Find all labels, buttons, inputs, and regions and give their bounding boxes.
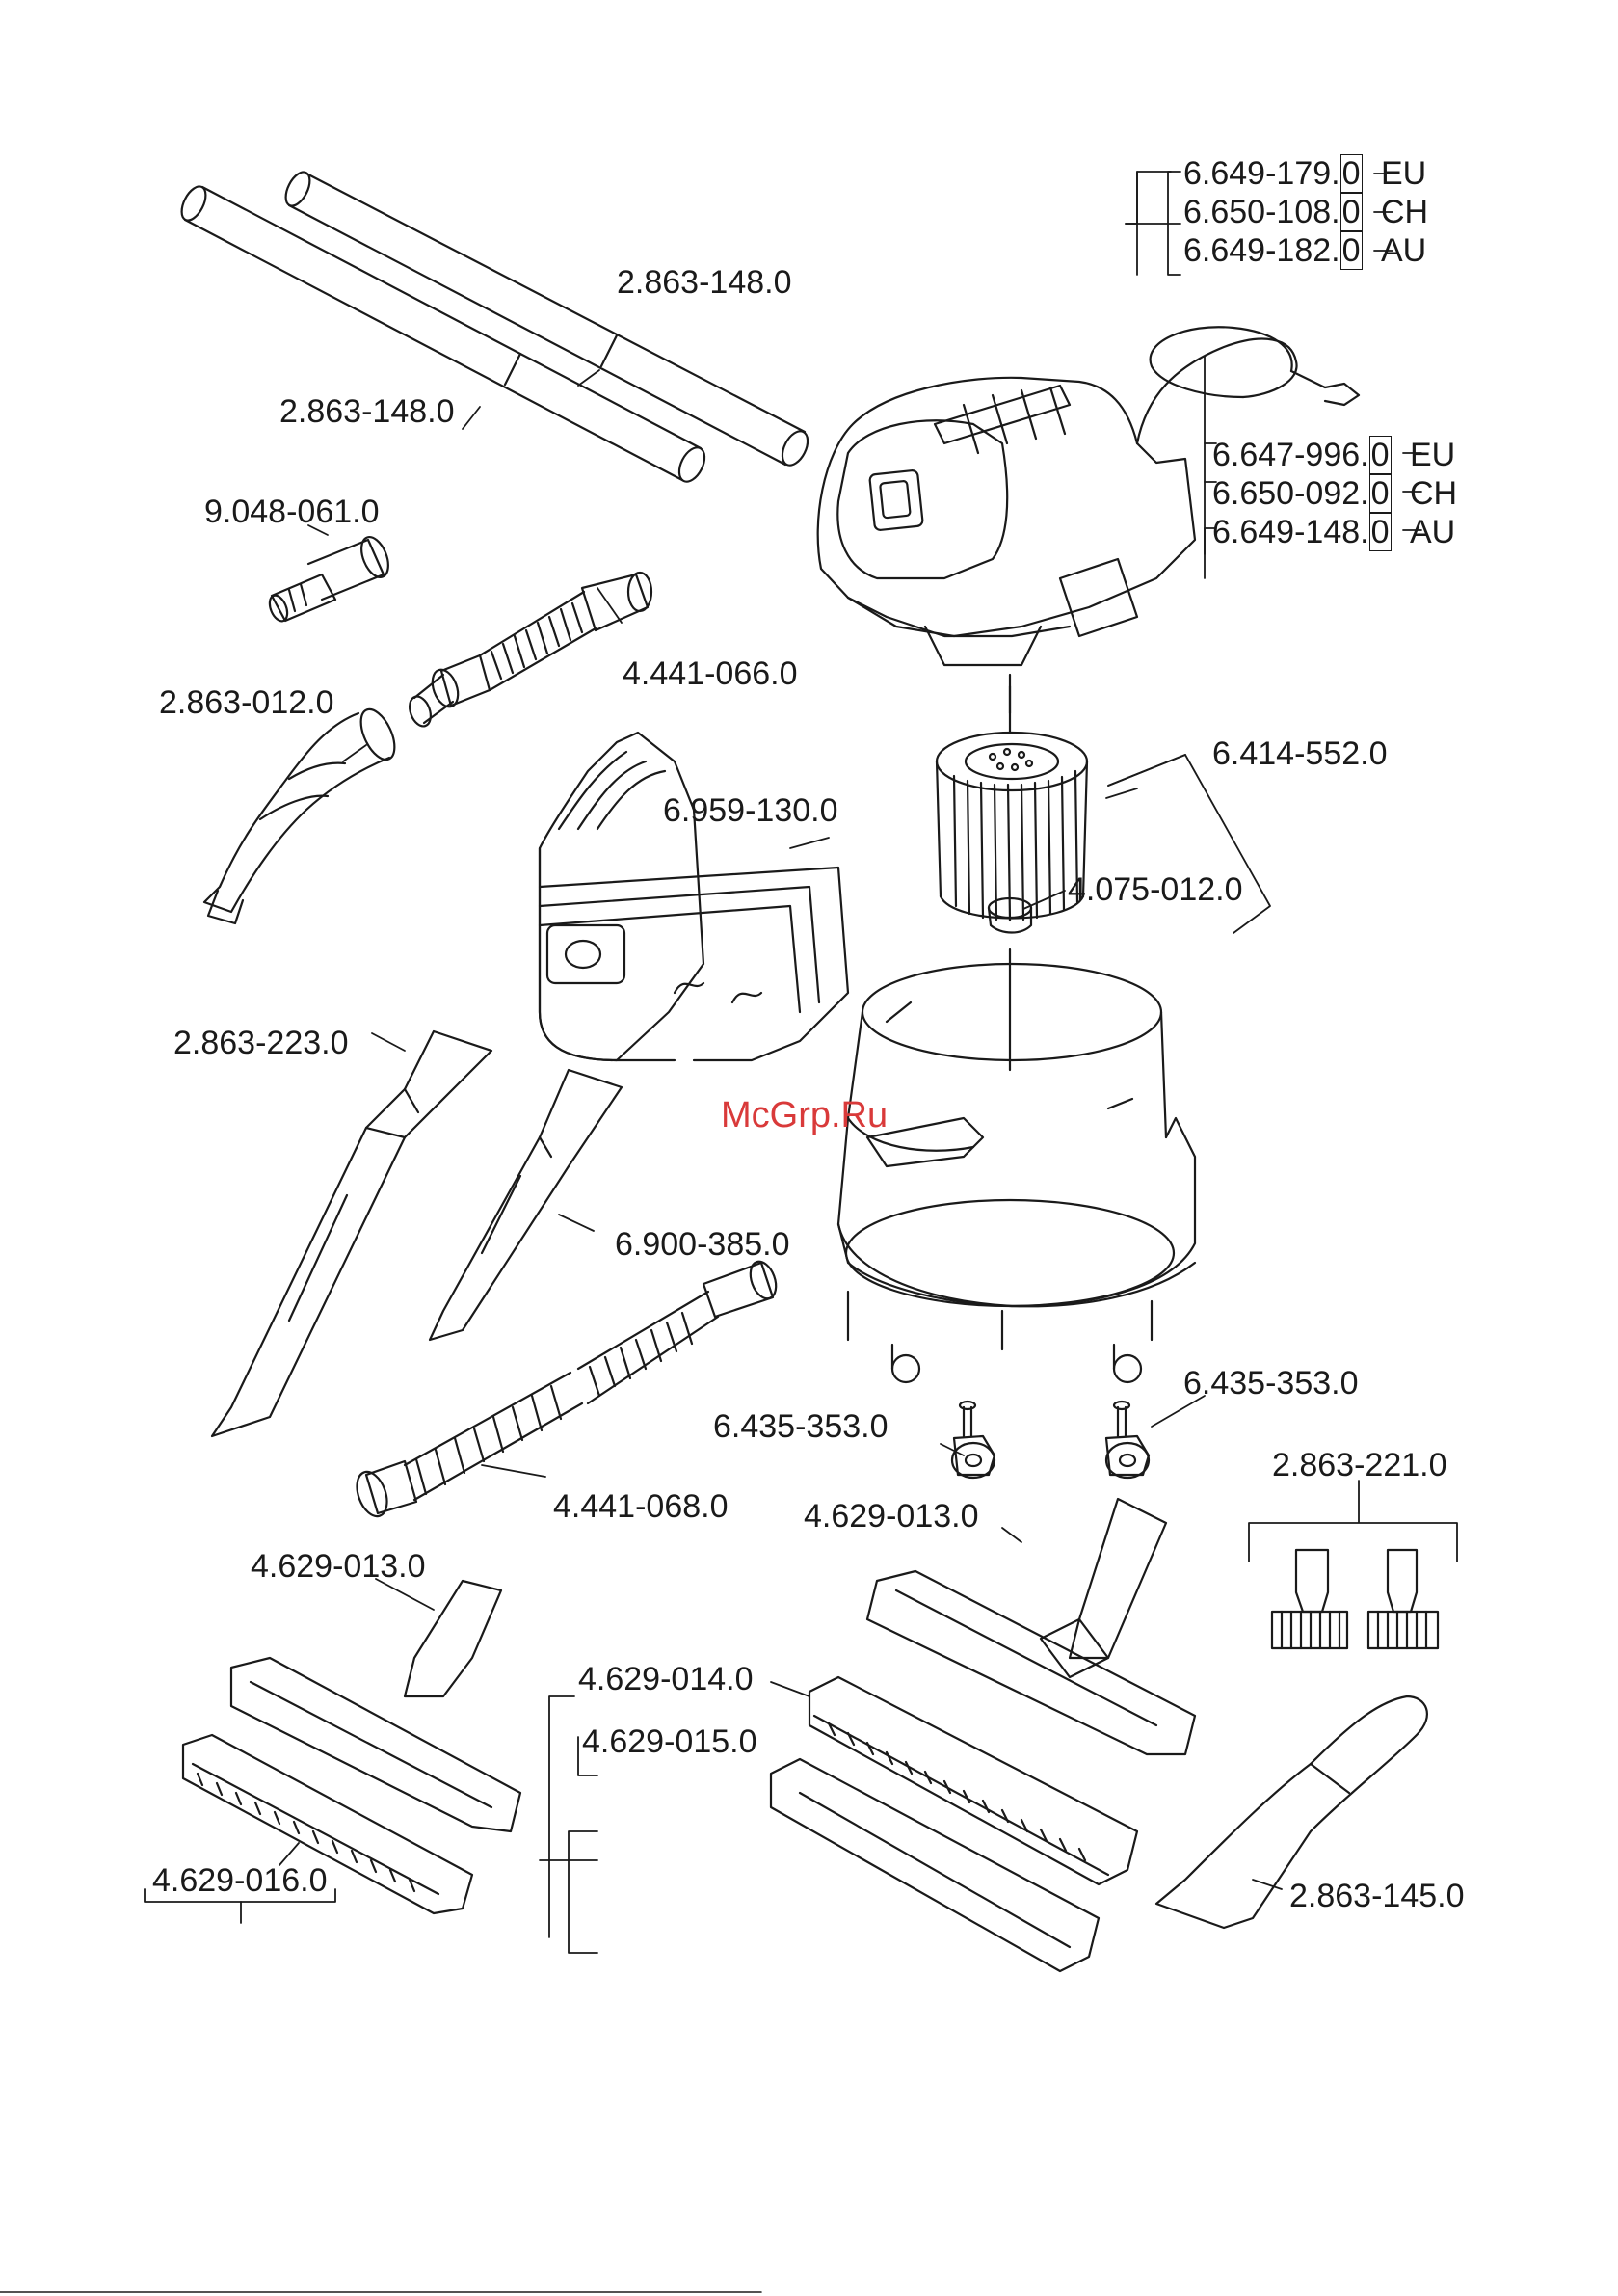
label-long-hose: 4.441-068.0: [553, 1488, 729, 1525]
label-tube-lower: 2.863-148.0: [279, 393, 455, 430]
cable-variant-au-country: AU: [1380, 232, 1427, 269]
motor-head: [816, 326, 1361, 667]
label-filter-nut: 4.075-012.0: [1068, 871, 1243, 908]
round-brushes: [1270, 1548, 1440, 1650]
motor-variant-ch-country: CH: [1409, 475, 1458, 512]
cable-variant-au-digit: 0: [1339, 231, 1363, 270]
filter-bags: [538, 731, 850, 1062]
label-adapter: 9.048-061.0: [204, 494, 380, 530]
label-crevice-long: 2.863-223.0: [173, 1025, 349, 1061]
watermark: McGrp.Ru: [721, 1095, 889, 1135]
castor-left: [950, 1400, 996, 1480]
label-short-hose: 4.441-066.0: [623, 655, 798, 692]
brush-insert-lower: [769, 1757, 1101, 1973]
cable-variant-eu-country: EU: [1380, 155, 1427, 192]
cable-variant-ch-digit: 0: [1339, 193, 1363, 231]
motor-variant-ch-digit: 0: [1368, 474, 1392, 513]
label-tube-upper: 2.863-148.0: [617, 264, 792, 301]
cable-variant-ch-code: 6.650-108.: [1183, 194, 1340, 230]
floor-nozzle-right: [865, 1497, 1197, 1756]
label-castor-left: 6.435-353.0: [713, 1408, 889, 1445]
motor-variant-eu: 6.647-996.0 EU: [1212, 436, 1456, 474]
motor-variant-ch-code: 6.650-092.: [1212, 475, 1369, 512]
motor-variant-au-digit: 0: [1368, 513, 1392, 551]
crevice-nozzle-short: [428, 1068, 623, 1342]
floor-nozzle-left: [181, 1579, 522, 1915]
cable-variant-eu-code: 6.649-179.: [1183, 155, 1340, 192]
label-upholstery-nozzle: 2.863-145.0: [1289, 1878, 1465, 1914]
brush-insert-upper: [808, 1675, 1139, 1886]
motor-variant-au: 6.649-148.0 AU: [1212, 513, 1456, 551]
label-crevice-short: 6.900-385.0: [615, 1226, 790, 1263]
label-floor-nozzle-left: 4.629-013.0: [251, 1548, 426, 1585]
label-floor-nozzle-right: 4.629-013.0: [804, 1498, 979, 1535]
label-insert-a: 4.629-014.0: [578, 1661, 754, 1697]
adapter-part: [268, 536, 389, 623]
motor-variant-au-country: AU: [1409, 514, 1456, 550]
label-cartridge-filter: 6.414-552.0: [1212, 735, 1388, 772]
cable-variant-eu: 6.649-179.0 EU: [1183, 154, 1427, 193]
cable-variant-ch: 6.650-108.0 CH: [1183, 193, 1429, 231]
filter-nut: [987, 896, 1033, 934]
cable-variant-au: 6.649-182.0 AU: [1183, 231, 1427, 270]
motor-variant-eu-country: EU: [1409, 437, 1456, 473]
extension-tube-lower: [180, 185, 706, 483]
motor-variant-eu-code: 6.647-996.: [1212, 437, 1369, 473]
long-hose: [356, 1260, 778, 1518]
label-elbow: 2.863-012.0: [159, 684, 334, 721]
castor-right: [1104, 1400, 1151, 1480]
cable-variant-ch-country: CH: [1380, 194, 1429, 230]
motor-variant-ch: 6.650-092.0 CH: [1212, 474, 1458, 513]
cable-variant-au-code: 6.649-182.: [1183, 232, 1340, 269]
label-insert-b: 4.629-015.0: [582, 1723, 757, 1760]
label-insert-c: 4.629-016.0: [152, 1862, 328, 1899]
label-castor-right: 6.435-353.0: [1183, 1365, 1359, 1402]
motor-variant-au-code: 6.649-148.: [1212, 514, 1369, 550]
motor-variant-eu-digit: 0: [1368, 436, 1392, 474]
leader-lines: [144, 171, 1458, 1954]
crevice-nozzle-long: [210, 1029, 493, 1438]
cable-variant-eu-digit: 0: [1339, 154, 1363, 193]
label-filter-bags: 6.959-130.0: [663, 792, 838, 829]
extension-tube-upper: [284, 171, 809, 467]
cartridge-filter: [935, 673, 1089, 922]
elbow-handle: [202, 707, 396, 925]
container-body: [836, 948, 1197, 1384]
short-hose: [409, 571, 653, 728]
label-brush-set: 2.863-221.0: [1272, 1447, 1447, 1483]
upholstery-nozzle: [1154, 1695, 1428, 1930]
